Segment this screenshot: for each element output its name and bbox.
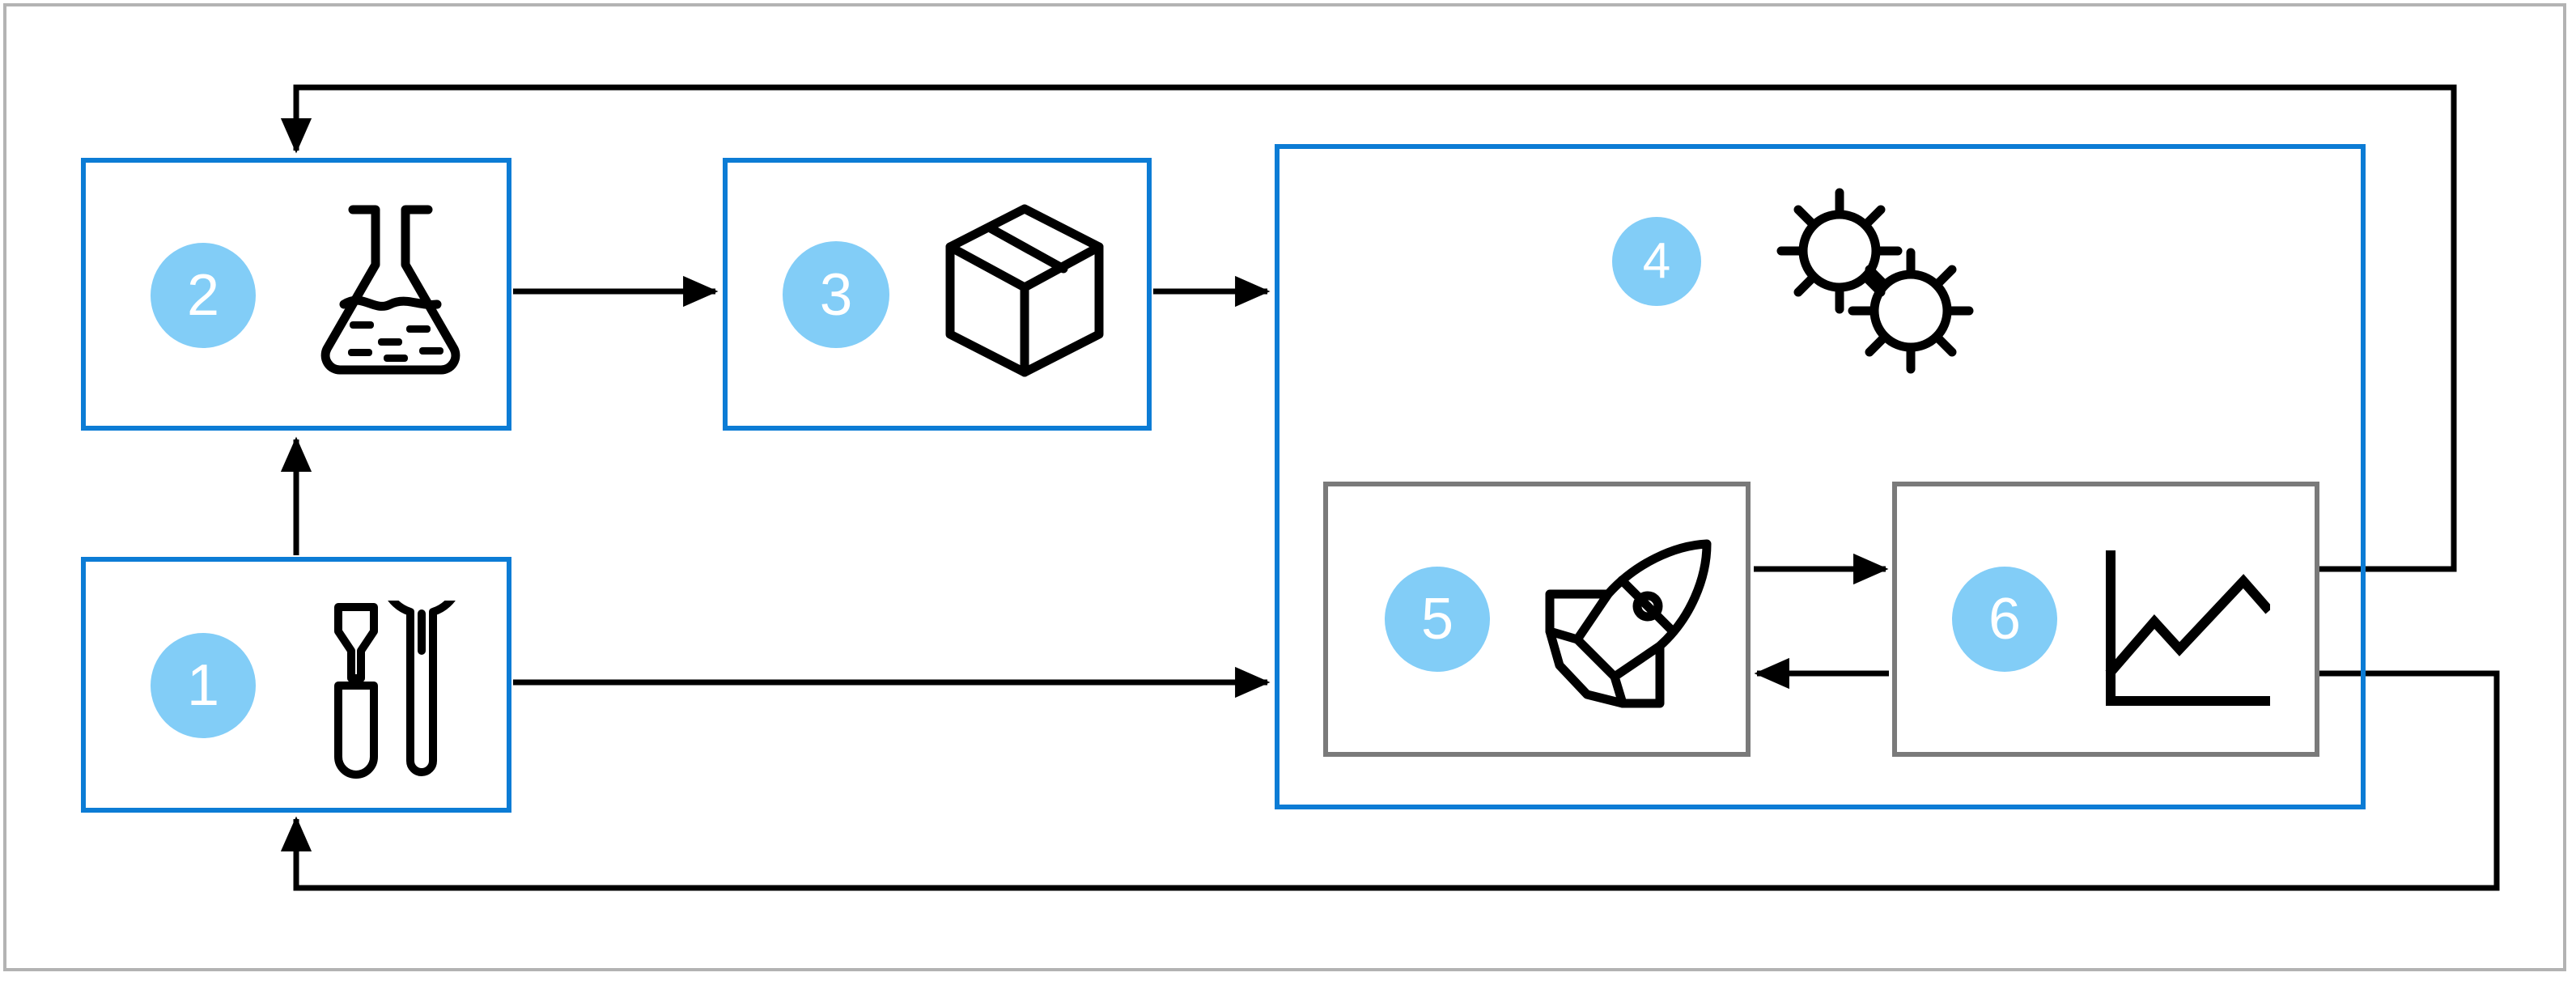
box-icon [944,202,1106,379]
node-5-number-badge: 5 [1385,567,1490,672]
microbes-icon [1776,188,1979,374]
node-6-number-badge: 6 [1952,567,2057,672]
node-3-number-badge: 3 [783,241,889,348]
tools-icon [324,601,465,780]
flask-icon [316,198,465,376]
rocket-icon [1545,536,1719,710]
line-chart-icon [2104,550,2270,716]
node-4[interactable] [1275,144,2366,809]
node-1-number-badge: 1 [151,633,256,738]
node-2-number-badge: 2 [151,243,256,348]
node-4-number-badge: 4 [1612,217,1701,306]
